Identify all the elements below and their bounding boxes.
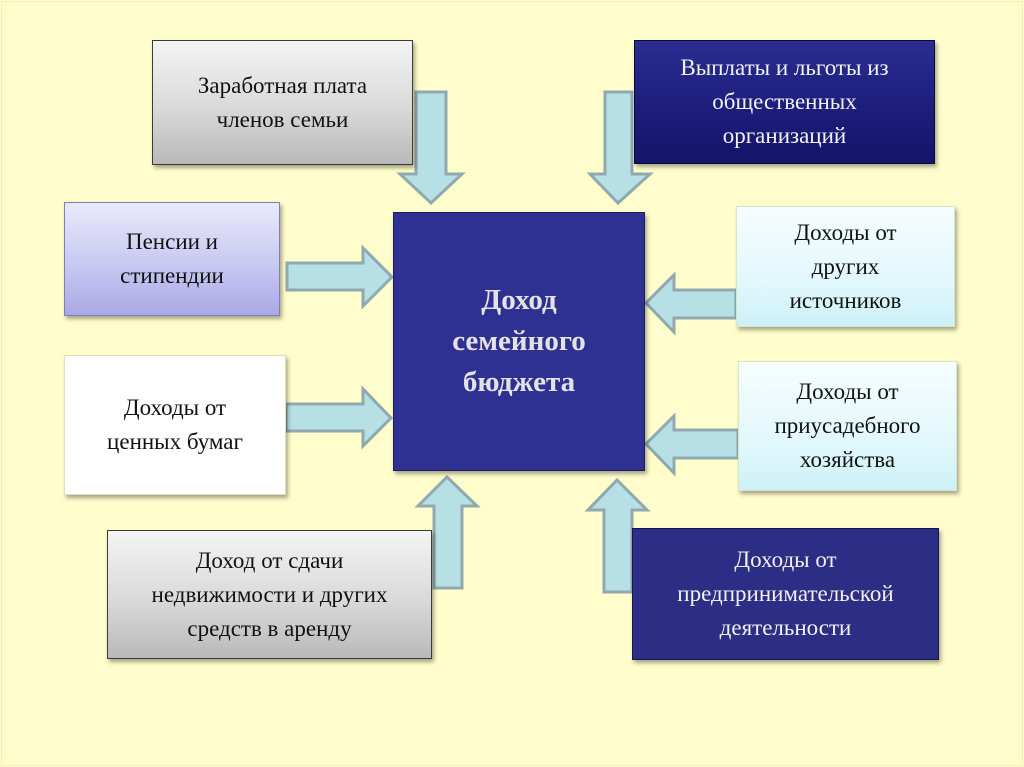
label-line: общественных (712, 89, 857, 114)
arrow-down-icon (396, 90, 466, 206)
securities-box: Доходы от ценных бумаг (64, 355, 286, 495)
rent-label: Доход от сдачи недвижимости и других сре… (152, 544, 388, 646)
arrow-right-icon (285, 244, 395, 310)
center-line: семейного (452, 325, 586, 357)
household-plot-label: Доходы от приусадебного хозяйства (774, 375, 920, 477)
label-line: организаций (722, 123, 847, 148)
label-line: Заработная плата (197, 72, 368, 98)
household-plot-box: Доходы от приусадебного хозяйства (738, 361, 957, 491)
arrow-up-icon (414, 474, 481, 590)
other-sources-label: Доходы от других источников (790, 216, 902, 318)
family-budget-income-box: Доход семейного бюджета (393, 212, 645, 471)
arrow-left-icon (643, 271, 738, 336)
label-line: Доходы от (794, 219, 897, 245)
label-line: Доходы от (734, 547, 837, 572)
public-benefits-box: Выплаты и льготы из общественных организ… (634, 40, 935, 164)
label-line: Доходы от (796, 379, 899, 404)
center-line: бюджета (462, 366, 576, 398)
center-label: Доход семейного бюджета (452, 280, 586, 403)
label-line: Выплаты и льготы из (680, 55, 889, 80)
arrow-right-icon (284, 385, 394, 450)
entrepreneurship-box: Доходы от предпринимательской деятельнос… (632, 528, 939, 660)
label-line: Доходы от (123, 395, 227, 420)
label-line: стипендии (120, 263, 224, 288)
label-line: источников (789, 287, 902, 313)
pensions-box: Пенсии и стипендии (64, 202, 280, 316)
label-line: средств в аренду (187, 615, 352, 641)
label-line: ценных бумаг (107, 429, 243, 454)
label-line: хозяйства (799, 447, 896, 472)
securities-label: Доходы от ценных бумаг (107, 391, 243, 459)
label-line: Доход от сдачи (195, 547, 344, 573)
label-line: Пенсии и (125, 229, 218, 254)
public-benefits-label: Выплаты и льготы из общественных организ… (680, 51, 888, 153)
label-line: деятельности (719, 615, 852, 640)
entrepreneurship-label: Доходы от предпринимательской деятельнос… (677, 543, 893, 645)
arrow-left-icon (643, 412, 740, 477)
label-line: недвижимости и других (151, 581, 388, 607)
pensions-label: Пенсии и стипендии (120, 225, 224, 293)
wages-label: Заработная плата членов семьи (198, 69, 367, 137)
label-line: членов семьи (216, 106, 349, 132)
arrow-down-icon (586, 90, 654, 206)
wages-box: Заработная плата членов семьи (152, 40, 413, 165)
center-line: Доход (481, 284, 557, 316)
label-line: других (811, 253, 880, 279)
rent-box: Доход от сдачи недвижимости и других сре… (107, 530, 432, 659)
label-line: предпринимательской (677, 581, 894, 606)
other-sources-box: Доходы от других источников (736, 206, 955, 327)
label-line: приусадебного (774, 413, 921, 438)
